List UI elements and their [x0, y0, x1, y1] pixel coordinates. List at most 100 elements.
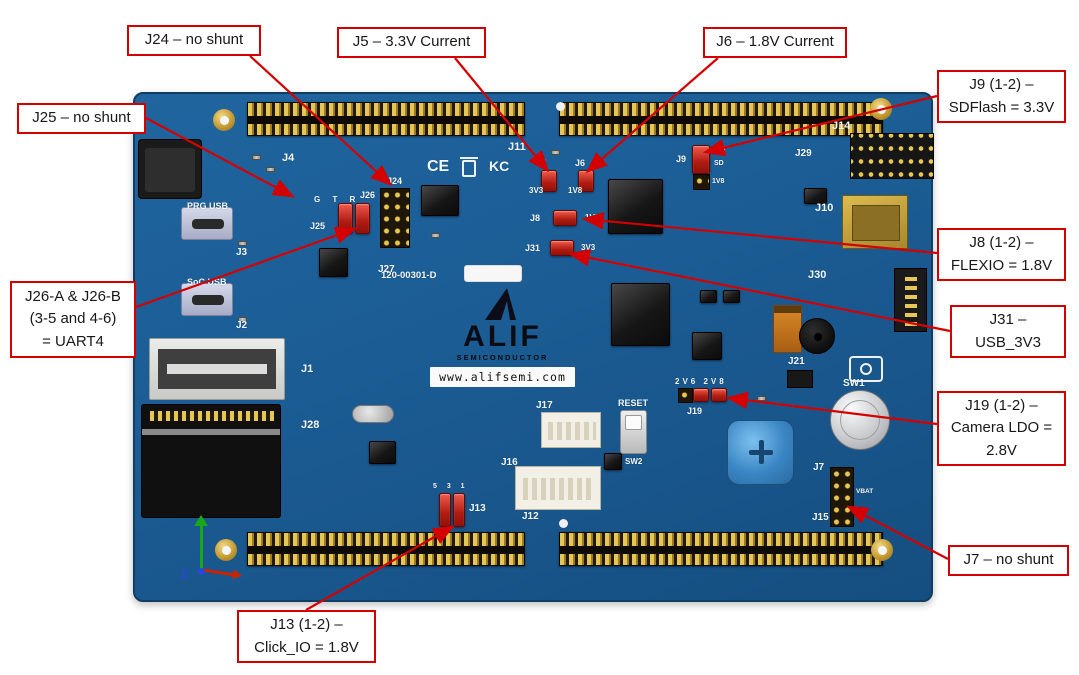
callout-j26: J26-A & J26-B (3-5 and 4-6) = UART4	[10, 281, 136, 358]
orange-component-band	[774, 306, 801, 313]
j26-shunt-b	[355, 203, 370, 234]
ic-chip	[319, 248, 348, 277]
coin-cell-ring	[840, 400, 880, 440]
silkscreen-gtr: G T R	[314, 195, 361, 204]
silkscreen-j27: J27	[378, 264, 395, 275]
dev-board: ALIF SEMICONDUCTOR www.alifsemi.com J4 P…	[133, 92, 934, 602]
hole-bore	[221, 545, 231, 555]
mounting-hole	[215, 539, 237, 561]
axis-z-label: Z	[181, 567, 189, 581]
alif-logo: ALIF SEMICONDUCTOR www.alifsemi.com	[430, 286, 575, 387]
silkscreen-j19-volts: 2V6 2V8	[675, 377, 727, 386]
power-jack-face	[145, 148, 195, 192]
silkscreen-j9: J9	[676, 154, 687, 164]
silkscreen-vbat: VBAT	[856, 488, 874, 495]
silkscreen-j17: J17	[536, 400, 553, 411]
silkscreen-j5: J5	[536, 158, 547, 168]
usb-micro-soc	[181, 283, 233, 316]
alif-url: www.alifsemi.com	[430, 367, 575, 387]
silkscreen-j13: J13	[469, 503, 486, 514]
hole-bore	[877, 545, 887, 555]
silkscreen-j14: J14	[832, 120, 851, 132]
silkscreen-prg-usb: PRG USB	[187, 201, 229, 211]
alif-sub-text: SEMICONDUCTOR	[456, 353, 549, 362]
axis-x-arrow	[203, 568, 235, 577]
silkscreen-j9-mid: SD	[714, 160, 724, 167]
j13-shunt-a	[439, 493, 451, 527]
silkscreen-j8-volt: 1V8	[585, 213, 600, 222]
axis-y-arrowhead	[194, 515, 208, 526]
sd-slot-opening	[852, 205, 900, 241]
silkscreen-j1: J1	[301, 363, 314, 375]
callout-j9: J9 (1-2) – SDFlash = 3.3V	[937, 70, 1066, 123]
silkscreen-j10: J10	[815, 202, 834, 214]
silkscreen-j3: J3	[236, 247, 248, 258]
ethernet-shield-band	[142, 429, 280, 435]
hole-bore	[876, 104, 886, 114]
reset-button	[620, 410, 647, 454]
silkscreen-j7: J7	[813, 462, 825, 473]
silkscreen-j31-volt: 3V3	[581, 243, 596, 252]
silkscreen-j30: J30	[808, 269, 827, 281]
silkscreen-sw1: SW1	[843, 378, 865, 389]
silkscreen-j8: J8	[530, 213, 541, 223]
mounting-hole	[213, 109, 235, 131]
pin-header-bottom-right	[559, 532, 883, 566]
silkscreen-j25: J25	[310, 221, 326, 231]
j19-pins	[678, 388, 693, 403]
trimmer-slot-v	[759, 440, 764, 464]
silkscreen-j21: J21	[788, 356, 805, 367]
j17-teeth	[548, 422, 596, 440]
passive-component	[252, 155, 261, 160]
j16-teeth	[523, 478, 595, 500]
silkscreen-j31: J31	[525, 243, 541, 253]
usb-micro-slot	[192, 219, 224, 229]
weee-bin-lid	[460, 157, 478, 159]
ic-chip	[369, 441, 396, 464]
silkscreen-j26: J26	[360, 190, 376, 200]
white-sticker	[464, 265, 522, 282]
blue-trimmer	[727, 420, 794, 485]
j19-shunt-b	[711, 388, 727, 402]
j14-black-header	[850, 133, 934, 179]
j26-shunt-a	[338, 203, 353, 234]
passive-component	[238, 241, 247, 246]
axis-origin-dot	[198, 568, 205, 575]
silkscreen-j19: J19	[687, 406, 703, 416]
silkscreen-j6-volt: 1V8	[568, 186, 583, 195]
passive-component	[735, 396, 744, 401]
usb-micro-prg	[181, 207, 233, 240]
silkscreen-j29: J29	[795, 148, 812, 159]
camera-icon	[849, 356, 883, 382]
silkscreen-j2: J2	[236, 320, 248, 331]
buzzer	[799, 318, 835, 354]
passive-component	[757, 396, 766, 401]
ethernet-jack	[141, 404, 281, 518]
silkscreen-soc-usb: SoC USB	[187, 277, 227, 287]
coin-cell-holder	[830, 390, 890, 450]
silkscreen-j16: J16	[501, 457, 518, 468]
silkscreen-j4: J4	[282, 152, 295, 164]
passive-component	[266, 167, 275, 172]
silkscreen-reset: RESET	[618, 398, 649, 408]
reset-button-cap	[625, 415, 642, 430]
silkscreen-j9-top: 3V3	[713, 146, 726, 153]
callout-j24: J24 – no shunt	[127, 25, 261, 56]
callout-j31: J31 – USB_3V3	[950, 305, 1066, 358]
silkscreen-j11: J11	[508, 141, 526, 153]
j7-j15-pins	[830, 467, 854, 527]
j31-shunt	[550, 240, 574, 256]
silkscreen-j9-bot: 1V8	[712, 178, 725, 185]
passive-component	[238, 317, 247, 322]
alif-brand-text: ALIF	[463, 320, 542, 353]
j16-connector	[515, 466, 601, 510]
usb-a-connector	[149, 338, 285, 400]
j19-shunt-a	[693, 388, 709, 402]
silkscreen-j24: J24	[387, 176, 403, 186]
callout-j19: J19 (1-2) – Camera LDO = 2.8V	[937, 391, 1066, 466]
j30-pins	[905, 274, 917, 326]
ethernet-pins	[150, 411, 274, 421]
passive-component	[551, 150, 560, 155]
sd-card-slot	[842, 195, 908, 249]
